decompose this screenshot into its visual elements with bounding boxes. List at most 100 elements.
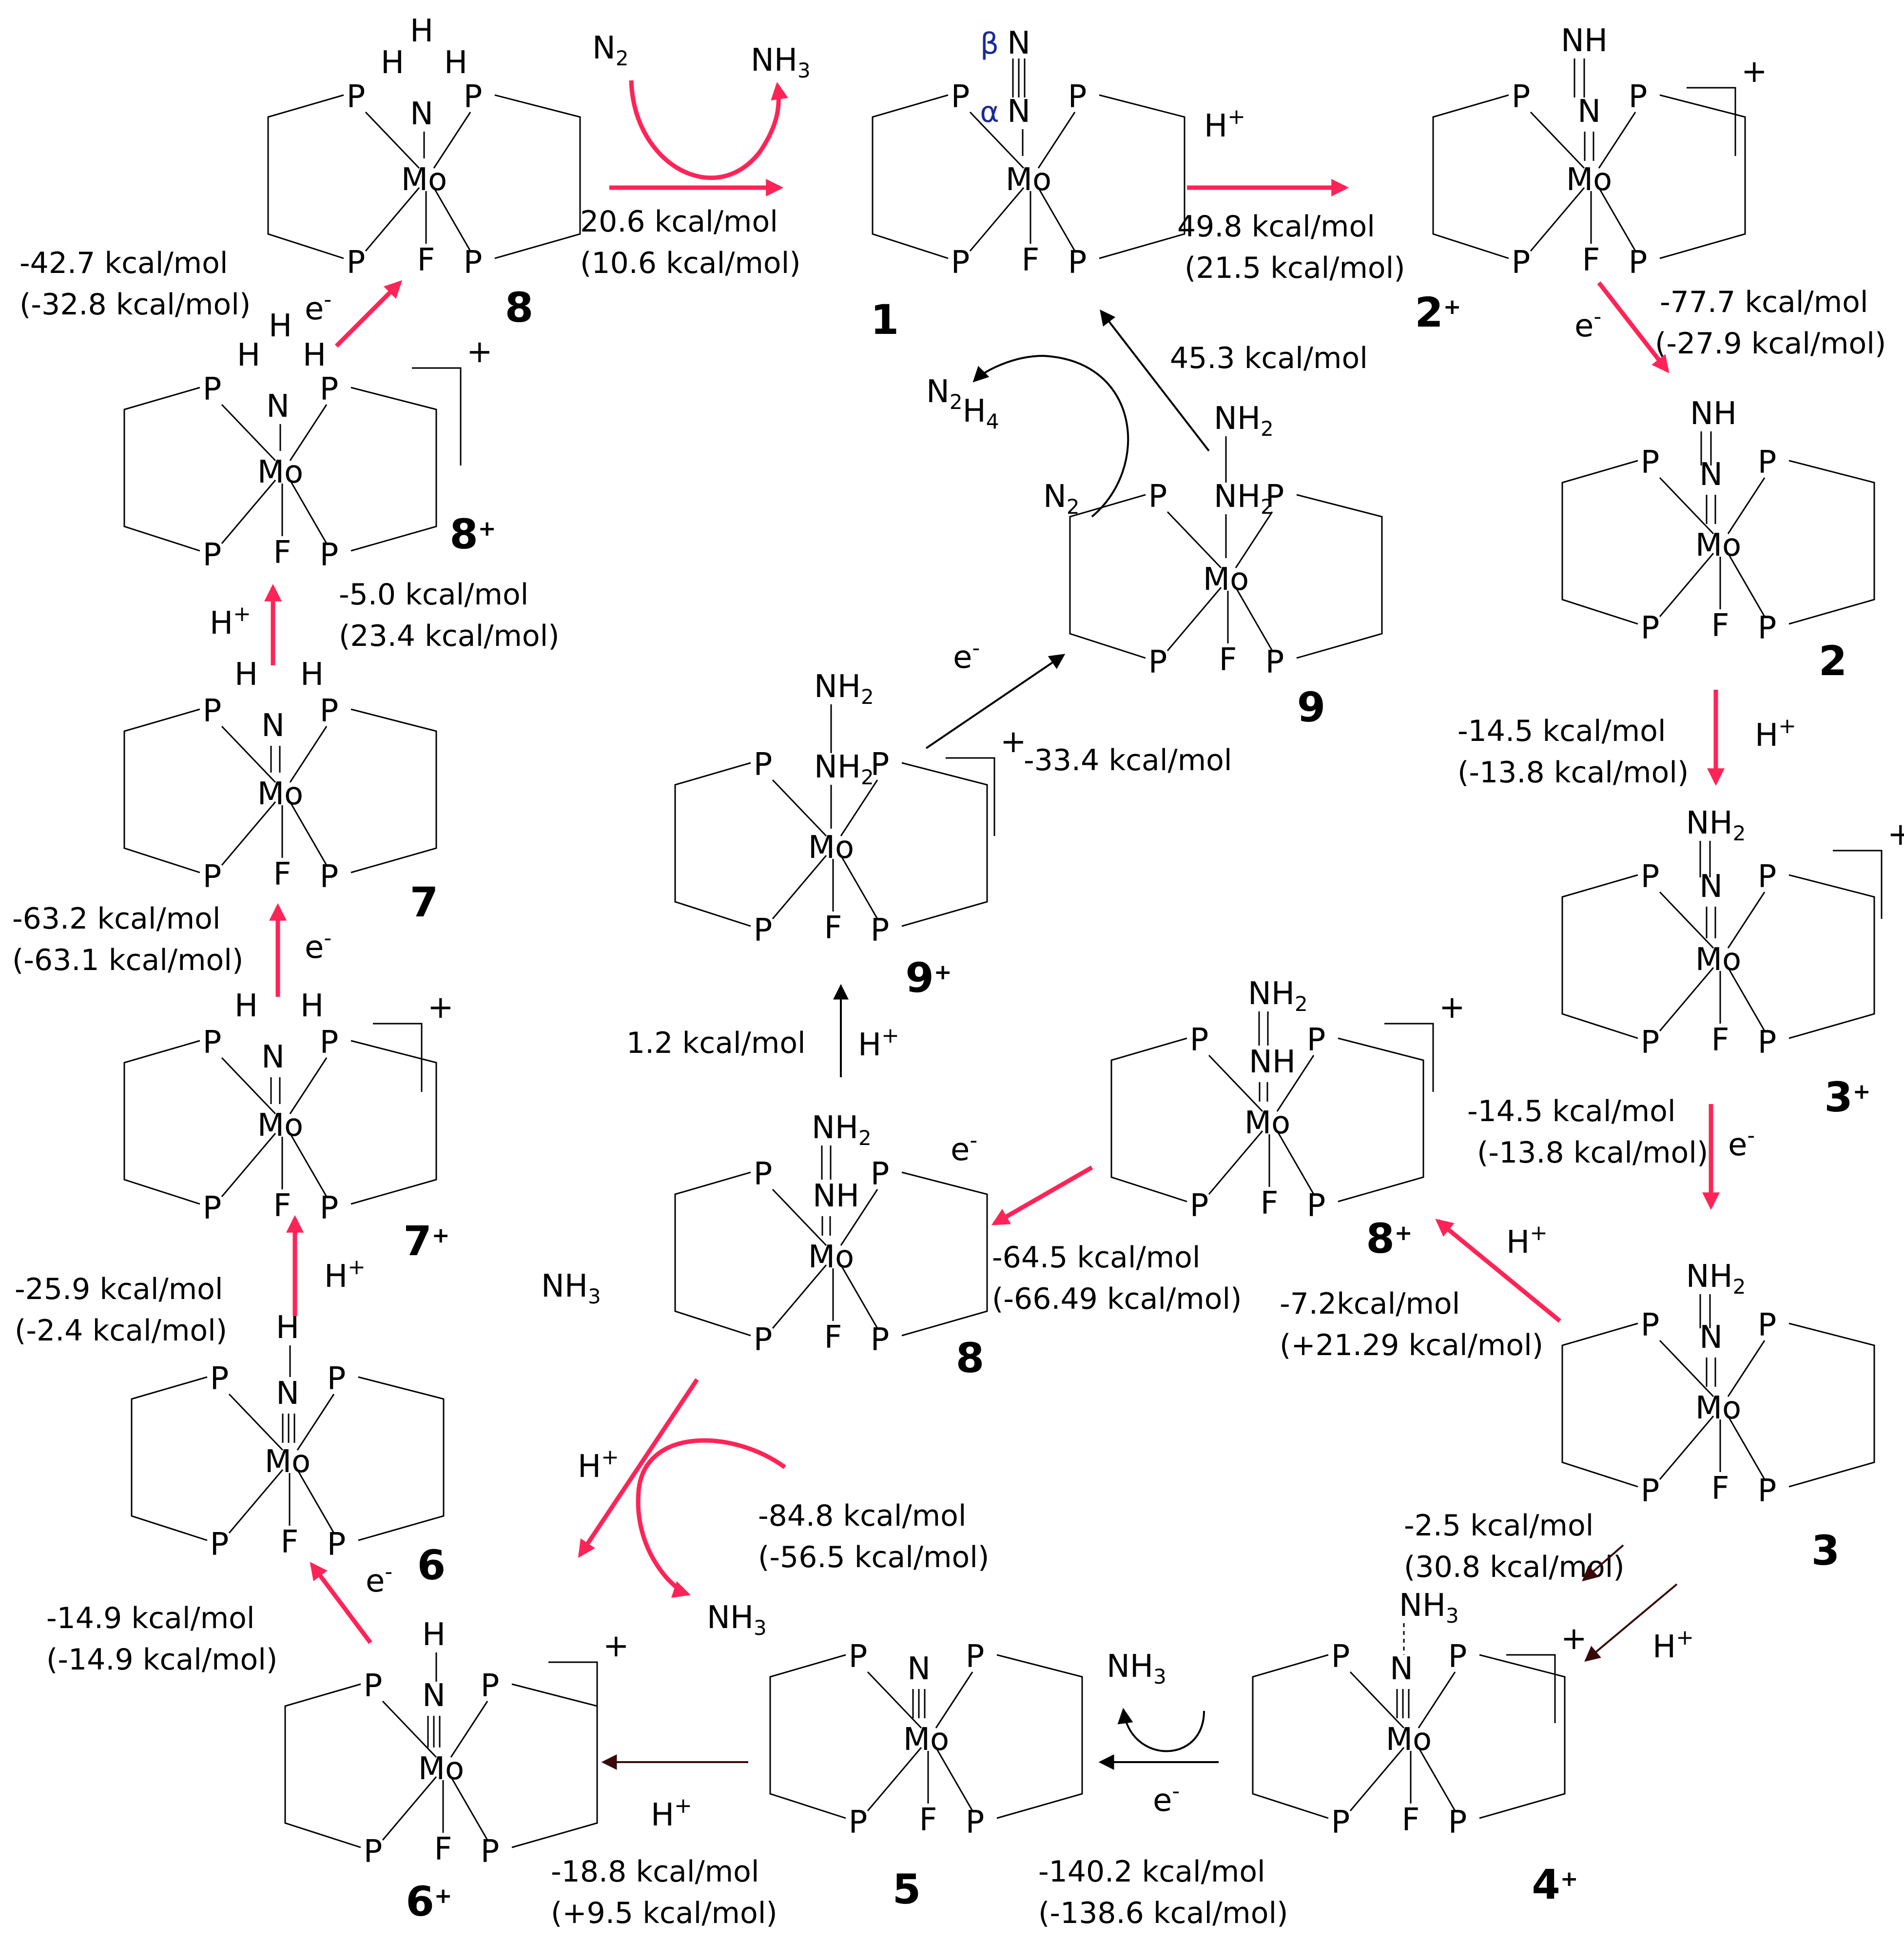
hydrazine-nh2-terminal: NH2 [814, 669, 874, 709]
ammonia-release-curve-lower [636, 1438, 786, 1598]
phosphorus-atom: P [364, 1668, 383, 1704]
phosphorus-atom: P [327, 1527, 346, 1563]
fluorine-atom: F [1402, 1802, 1420, 1838]
p-mo-bond [1037, 187, 1076, 252]
p-mo-bond [1659, 1339, 1714, 1398]
energy-e8c_9p: 1.2 kcal/mol [626, 1026, 806, 1060]
p-mo-bond [969, 111, 1025, 169]
phosphorus-atom: P [203, 371, 222, 408]
nitrogen-atom: N [1577, 94, 1601, 130]
compound-label-c9: 9+ [905, 954, 952, 1002]
hydrogen-atom: H [410, 13, 433, 49]
p-mo-bond [935, 1747, 973, 1811]
nitrogen-beta: N [1007, 25, 1030, 61]
phosphorus-atom: P [1758, 859, 1777, 895]
energy-e1_2p_b: (21.5 kcal/mol) [1185, 251, 1405, 285]
diphosphine-ring-right [1099, 94, 1185, 259]
arrow-8-mid-to-6plus [578, 1378, 699, 1558]
diphosphine-ring-left [1110, 1037, 1187, 1203]
phosphorus-atom: P [464, 79, 483, 115]
fluorine-atom: F [1261, 1185, 1279, 1222]
cation-bracket [373, 1023, 423, 1092]
complex-8-mid [674, 1171, 988, 1337]
diphosphine-ring-left [284, 1683, 361, 1848]
energy-e9_1: 45.3 kcal/mol [1170, 341, 1368, 375]
p-mo-bond [1727, 1340, 1766, 1397]
compound-label-c9: 9 [1297, 683, 1325, 731]
p-mo-bond [450, 1701, 488, 1758]
p-mo-bond [450, 1776, 488, 1841]
diphosphine-ring-right [511, 1683, 598, 1848]
fluorine-atom: F [1711, 608, 1729, 644]
phosphorus-atom: P [1265, 644, 1284, 680]
cation-bracket [548, 1661, 598, 1730]
proton-label: H+ [210, 602, 251, 641]
phosphorus-atom: P [1512, 245, 1531, 281]
p-mo-bond [1659, 1416, 1714, 1480]
compound-label-c1: 1 [871, 296, 899, 344]
phosphorus-atom: P [1758, 445, 1777, 481]
free-ammonia: NH3 [541, 1268, 601, 1308]
phosphorus-atom: P [754, 912, 773, 949]
energy-e3_4p: -2.5 kcal/mol [1404, 1509, 1593, 1543]
phosphorus-atom: P [364, 1834, 383, 1870]
phosphorus-atom: P [871, 1322, 890, 1358]
ammonia-ligand: NH3 [1399, 1588, 1459, 1628]
phosphorus-atom: P [754, 1322, 773, 1358]
energy-e6p_6_b: (-14.9 kcal/mol) [46, 1643, 277, 1677]
free-dinitrogen: N2 [592, 30, 629, 70]
p-mo-bond [840, 1189, 878, 1246]
electron-label: e- [951, 1128, 977, 1168]
p-mo-bond [221, 480, 276, 544]
energy-e2p_2: -77.7 kcal/mol [1660, 285, 1868, 319]
p-mo-bond [772, 1188, 827, 1246]
p-mo-bond [228, 1393, 284, 1451]
arrow-3-to-8plus-mid [1435, 1219, 1561, 1323]
phosphorus-atom: P [203, 693, 222, 729]
phosphorus-atom: P [210, 1527, 229, 1563]
p-mo-bond [382, 1776, 437, 1841]
fluorine-atom: F [273, 856, 291, 893]
energy-e3p_3: -14.5 kcal/mol [1467, 1094, 1676, 1128]
p-mo-bond [1235, 511, 1273, 568]
molybdenum-atom: Mo [1695, 942, 1741, 978]
p-mo-bond [1598, 112, 1636, 169]
molybdenum-atom: Mo [1203, 562, 1249, 598]
phosphorus-atom: P [481, 1668, 500, 1704]
compound-label-c5: 5 [893, 1865, 921, 1913]
phosphorus-atom: P [849, 1805, 868, 1841]
p-mo-bond [1166, 511, 1222, 569]
phosphorus-atom: P [464, 245, 483, 281]
diphosphine-ring-left [1432, 94, 1509, 259]
energy-e8p_8c_b: (-66.49 kcal/mol) [992, 1282, 1242, 1316]
hydrogen-atom: H [269, 308, 292, 344]
nitrogen-atom: N [1390, 1651, 1413, 1687]
compound-label-c6: 6 [417, 1541, 446, 1589]
imido-nh: NH [1690, 396, 1737, 432]
proton-label: H+ [1204, 104, 1245, 144]
phosphorus-atom: P [871, 912, 890, 949]
energy-e6p_6: -14.9 kcal/mol [46, 1601, 255, 1635]
proton-label: H+ [1652, 1625, 1694, 1665]
p-mo-bond [1727, 1416, 1766, 1480]
compound-label-c2: 2+ [1415, 289, 1461, 336]
p-mo-bond [840, 855, 878, 919]
diphosphine-ring-right [1659, 94, 1746, 259]
hydrogen-atom: H [444, 45, 467, 81]
nitrogen-atom: N [1699, 1320, 1723, 1356]
phosphorus-atom: P [1148, 479, 1167, 515]
phosphorus-atom: P [203, 1025, 222, 1061]
diphosphine-ring-left [1069, 494, 1146, 659]
hydrogen-atom: H [237, 337, 260, 373]
electron-label: e- [1153, 1779, 1180, 1819]
proton-label: H+ [1506, 1221, 1548, 1261]
p-mo-bond [221, 725, 276, 783]
p-mo-bond [840, 1264, 878, 1329]
fluorine-atom: F [1022, 242, 1040, 278]
hydrogen-atom: H [300, 657, 324, 693]
p-mo-bond [221, 1057, 276, 1115]
electron-label: e- [305, 287, 331, 327]
phosphorus-atom: P [1512, 79, 1531, 115]
phosphorus-atom: P [1758, 610, 1777, 646]
hydrazido-nh2: NH2 [1686, 1259, 1746, 1299]
